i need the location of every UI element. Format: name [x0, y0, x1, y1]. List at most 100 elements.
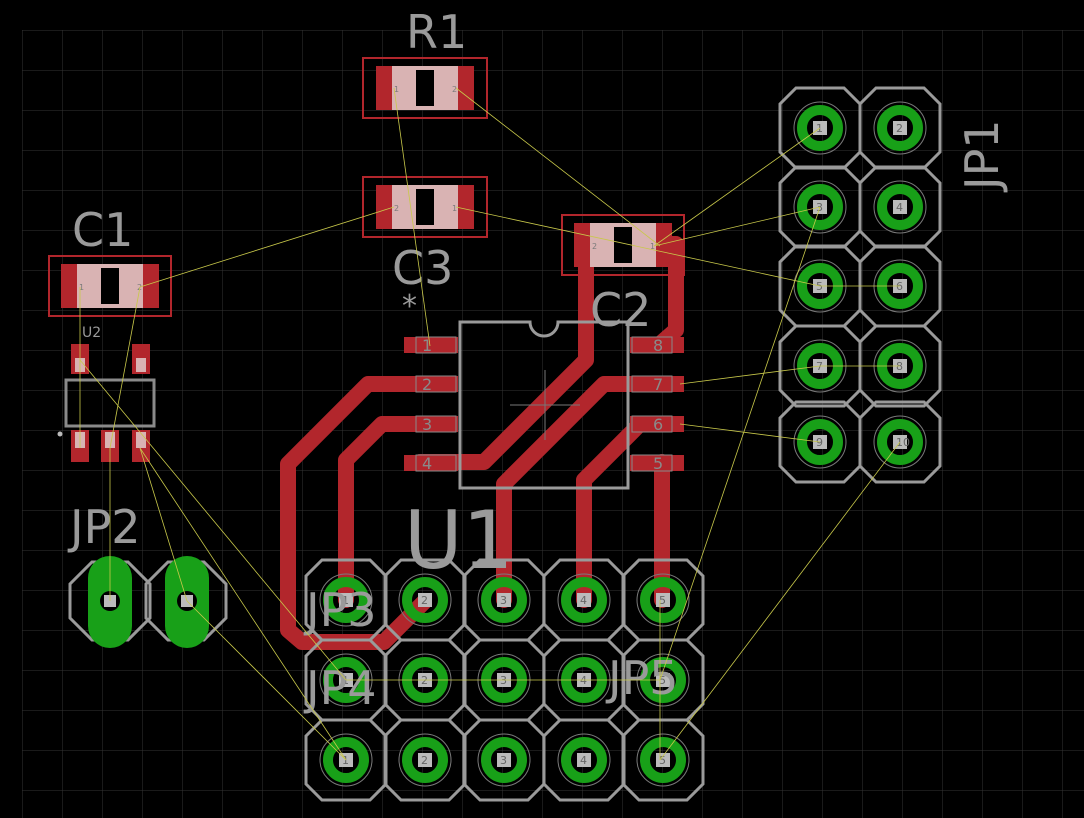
jp5-pad-2-clearance [398, 733, 452, 787]
jp2-label: JP2 [67, 500, 141, 554]
airwire [186, 600, 347, 761]
u1-pad-outlines [415, 336, 673, 472]
jp3-pad-4-number: 4 [580, 594, 587, 607]
jp5-pad-3-clearance [477, 733, 531, 787]
airwire [679, 365, 821, 385]
jp1-pad-9-clearance [793, 415, 847, 469]
c3-body-gap [416, 189, 434, 225]
jp3-pad-1-hole [339, 593, 353, 607]
jp3-pad-4-ring [561, 577, 607, 623]
jp5-pad-1-clearance [319, 733, 373, 787]
jp1-pad-10-outline [858, 400, 942, 484]
airwire [109, 286, 141, 449]
jp1-pad-2-hole [893, 121, 907, 135]
r1-component[interactable]: 1 2 [362, 57, 488, 119]
jp3-pad-3-clearance [477, 573, 531, 627]
jp5-label: JP5 [605, 651, 679, 705]
airwire [659, 206, 821, 681]
u1-pin-label-4: 4 [422, 454, 432, 473]
jp5-pad-4-hole [577, 753, 591, 767]
jp3-pad-5[interactable]: 5 [621, 558, 705, 642]
c3-component[interactable]: 2 1 [362, 176, 488, 238]
c2-component[interactable]: 2 1 [561, 214, 685, 276]
jp3-pad-3-number: 3 [500, 594, 507, 607]
trace-u1-pin2-jp3[interactable] [280, 376, 432, 650]
jp1-pad-4-ring [877, 184, 923, 230]
jp5-pad-3-ring [481, 737, 527, 783]
jp1-pad-1-clearance [793, 101, 847, 155]
jp1-pad-3-clearance [793, 180, 847, 234]
c3-pin-2-number: 2 [394, 204, 399, 213]
jp1-pad-4-number: 4 [896, 201, 903, 214]
jp4-pad-3-number: 3 [500, 674, 507, 687]
c2-pin-2-number: 2 [592, 242, 597, 251]
u1-pad-8[interactable] [630, 337, 684, 353]
jp3-pad-4[interactable]: 4 [542, 558, 626, 642]
jp5-pad-1[interactable]: 1 [304, 718, 388, 802]
jp1-pad-9[interactable]: 9 [778, 400, 862, 484]
jp3-pad-2-clearance [398, 573, 452, 627]
jp3-pad-1-clearance [319, 573, 373, 627]
airwire [79, 359, 347, 681]
u1-pin-label-7: 7 [653, 375, 663, 394]
jp5-pad-4-number: 4 [580, 754, 587, 767]
jp3-pad-3[interactable]: 3 [462, 558, 546, 642]
u1-pin-label-6: 6 [653, 415, 663, 434]
jp5-pad-4-outline [542, 718, 626, 802]
jp5-pad-1-ring [323, 737, 369, 783]
airwire [139, 447, 347, 761]
jp5-pad-2[interactable]: 2 [383, 718, 467, 802]
r1-pin-2-number: 2 [452, 85, 457, 94]
jp1-pad-10-clearance [873, 415, 927, 469]
jp3-pad-5-hole [656, 593, 670, 607]
jp3-pad-3-ring [481, 577, 527, 623]
u2-pad-bottom-2-inner [105, 432, 115, 448]
jp1-label: JP1 [955, 119, 1009, 193]
jp1-pad-4-clearance [873, 180, 927, 234]
u1-pad-6[interactable] [630, 416, 684, 432]
jp1-pad-2-number: 2 [896, 122, 903, 135]
jp1-pad-10-ring [877, 419, 923, 465]
jp5-pad-5-ring [640, 737, 686, 783]
jp5-pad-3-outline [462, 718, 546, 802]
airwire [455, 206, 821, 287]
jp4-pad-2-number: 2 [421, 674, 428, 687]
u2-label: U2 [82, 325, 101, 341]
c3-label: C3 [392, 241, 453, 295]
r1-label: R1 [406, 5, 467, 59]
jp3-pad-3-hole [497, 593, 511, 607]
jp3-pad-2-number: 2 [421, 594, 428, 607]
u1-pad-7[interactable] [630, 376, 684, 392]
u1-pad-4[interactable] [404, 455, 458, 471]
jp3-pad-2-hole [418, 593, 432, 607]
jp5-pad-4[interactable]: 4 [542, 718, 626, 802]
u2-outline [64, 378, 156, 428]
jp1-pad-8-number: 8 [896, 360, 903, 373]
jp5-pad-1-number: 1 [342, 754, 349, 767]
u1-pad-3[interactable] [404, 416, 458, 432]
c2-pin-1-number: 1 [650, 242, 655, 251]
jp3-pad-1-ring [323, 577, 369, 623]
c1-component[interactable]: 1 2 [48, 255, 172, 317]
u1-pad-5[interactable] [630, 455, 684, 471]
c1-body-gap [101, 268, 119, 304]
jp4-pad-5-number: 5 [659, 674, 666, 687]
jp5-pad-5[interactable]: 5 [621, 718, 705, 802]
airwire [393, 87, 431, 347]
jp5-pad-2-number: 2 [421, 754, 428, 767]
u1-pad-2[interactable] [404, 376, 458, 392]
jp5-pad-5-outline [621, 718, 705, 802]
jp1-pad-1-ring [797, 105, 843, 151]
jp1-pad-8-outline [858, 324, 942, 408]
jp2-outline-2 [144, 560, 228, 642]
jp3-pad-5-clearance [636, 573, 690, 627]
jp1-pad-2-ring [877, 105, 923, 151]
jp5-pad-3[interactable]: 3 [462, 718, 546, 802]
trace-u1-pin3-jp3[interactable] [338, 416, 428, 608]
u1-pad-1[interactable] [404, 337, 458, 353]
jp3-pad-2-ring [402, 577, 448, 623]
jp3-pad-2[interactable]: 2 [383, 558, 467, 642]
